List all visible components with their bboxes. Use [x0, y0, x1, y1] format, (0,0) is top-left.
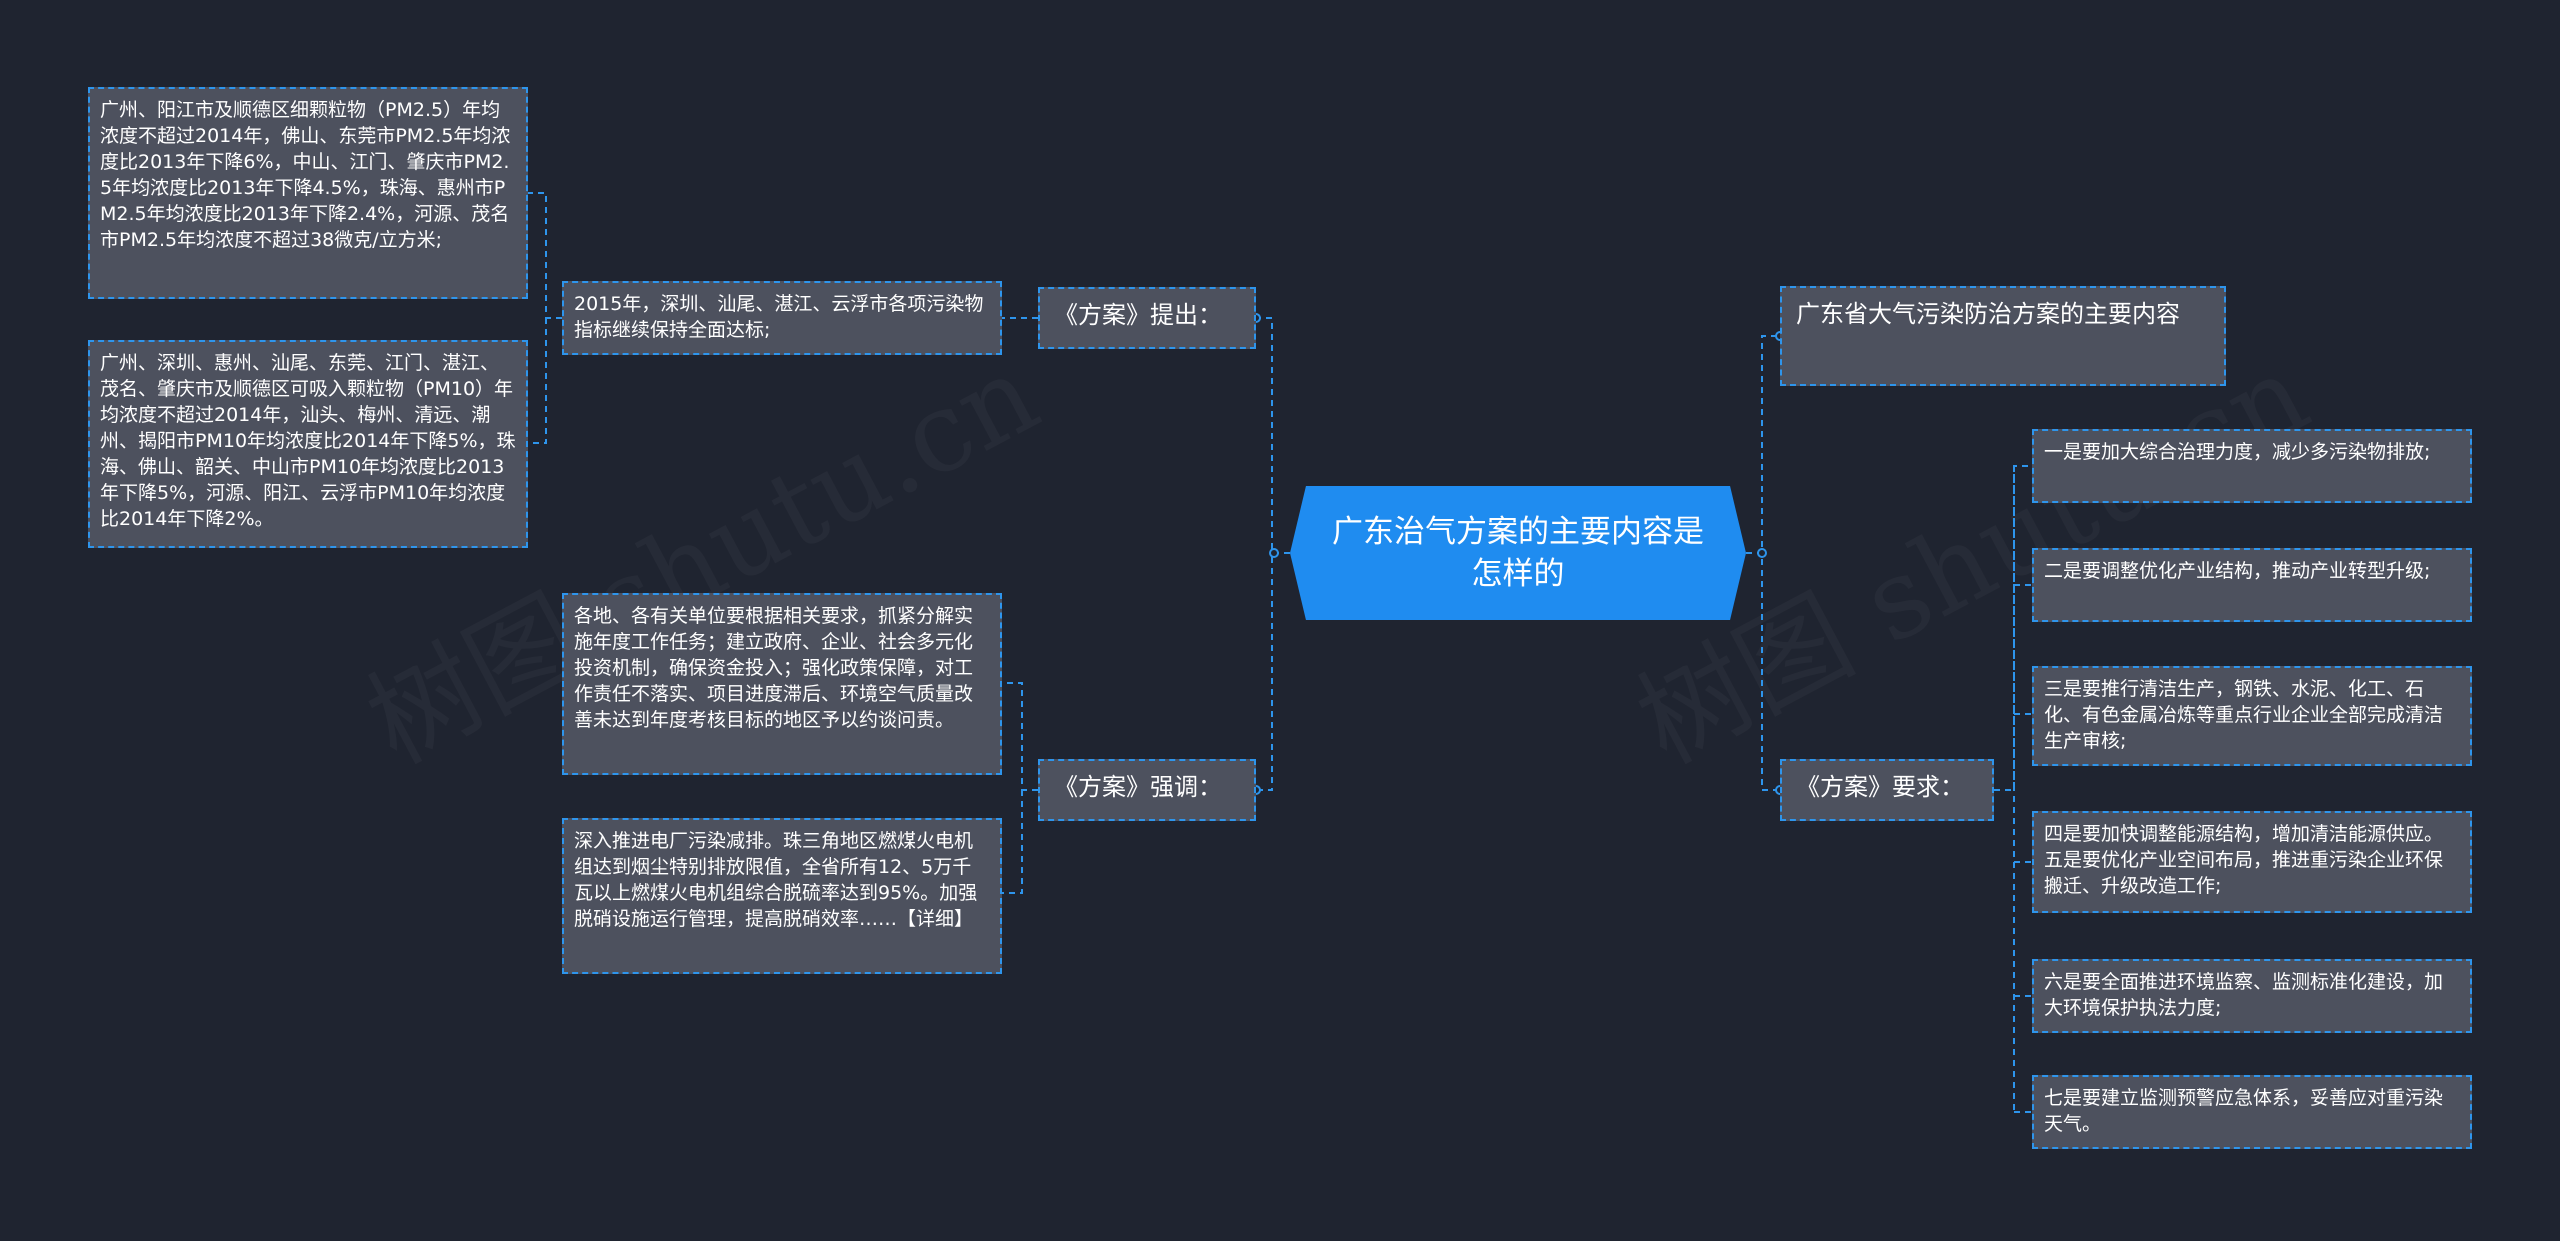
- requirements-branch[interactable]: 《方案》要求：: [1780, 759, 1994, 821]
- proposal-detail-pm10[interactable]: 广州、深圳、惠州、汕尾、东莞、江门、湛江、茂名、肇庆市及顺德区可吸入颗粒物（PM…: [88, 340, 528, 548]
- detail-text: 广州、阳江市及顺德区细颗粒物（PM2.5）年均浓度不超过2014年，佛山、东莞市…: [100, 99, 511, 251]
- requirement-text: 三是要推行清洁生产，钢铁、水泥、化工、石化、有色金属冶炼等重点行业企业全部完成清…: [2044, 678, 2444, 752]
- link-summary-details: [528, 192, 562, 444]
- requirement-item-4-5[interactable]: 四是要加快调整能源结构，增加清洁能源供应。五是要优化产业空间布局，推进重污染企业…: [2032, 811, 2472, 913]
- topic-label: 广东省大气污染防治方案的主要内容: [1796, 300, 2180, 328]
- proposal-summary-text: 2015年，深圳、汕尾、湛江、云浮市各项污染物指标继续保持全面达标;: [574, 293, 984, 341]
- requirement-item-7[interactable]: 七是要建立监测预警应急体系，妥善应对重污染天气。: [2032, 1075, 2472, 1149]
- requirement-text: 四是要加快调整能源结构，增加清洁能源供应。五是要优化产业空间布局，推进重污染企业…: [2044, 823, 2444, 897]
- requirement-item-6[interactable]: 六是要全面推进环境监察、监测标准化建设，加大环境保护执法力度;: [2032, 959, 2472, 1033]
- requirement-item-2[interactable]: 二是要调整优化产业结构，推动产业转型升级;: [2032, 548, 2472, 622]
- requirement-item-3[interactable]: 三是要推行清洁生产，钢铁、水泥、化工、石化、有色金属冶炼等重点行业企业全部完成清…: [2032, 666, 2472, 766]
- junction-dot: [1757, 548, 1767, 558]
- topic-branch[interactable]: 广东省大气污染防治方案的主要内容: [1780, 286, 2226, 386]
- requirement-text: 七是要建立监测预警应急体系，妥善应对重污染天气。: [2044, 1087, 2444, 1135]
- link-root-requirements: [1746, 552, 1780, 791]
- emphasis-item-text: 各地、各有关单位要根据相关要求，抓紧分解实施年度工作任务；建立政府、企业、社会多…: [574, 605, 974, 731]
- link-root-topic: [1746, 335, 1780, 554]
- requirement-text: 六是要全面推进环境监察、监测标准化建设，加大环境保护执法力度;: [2044, 971, 2444, 1019]
- emphasis-item-accountability[interactable]: 各地、各有关单位要根据相关要求，抓紧分解实施年度工作任务；建立政府、企业、社会多…: [562, 593, 1002, 775]
- requirement-text: 二是要调整优化产业结构，推动产业转型升级;: [2044, 560, 2431, 582]
- link-emphasis-items: [1002, 682, 1038, 894]
- emphasis-branch[interactable]: 《方案》强调：: [1038, 759, 1256, 821]
- link-root-emphasis: [1256, 552, 1290, 791]
- emphasis-label: 《方案》强调：: [1054, 773, 1222, 801]
- emphasis-item-text: 深入推进电厂污染减排。珠三角地区燃煤火电机组达到烟尘特别排放限值，全省所有12、…: [574, 830, 978, 930]
- detail-text: 广州、深圳、惠州、汕尾、东莞、江门、湛江、茂名、肇庆市及顺德区可吸入颗粒物（PM…: [100, 352, 516, 530]
- emphasis-item-power-plant[interactable]: 深入推进电厂污染减排。珠三角地区燃煤火电机组达到烟尘特别排放限值，全省所有12、…: [562, 818, 1002, 974]
- junction-dot: [1269, 548, 1279, 558]
- link-root-proposal: [1256, 317, 1290, 554]
- root-title: 广东治气方案的主要内容是怎样的: [1332, 514, 1704, 592]
- proposal-branch[interactable]: 《方案》提出：: [1038, 287, 1256, 349]
- requirements-label: 《方案》要求：: [1796, 773, 1964, 801]
- requirement-text: 一是要加大综合治理力度，减少多污染物排放;: [2044, 441, 2431, 463]
- proposal-detail-pm25[interactable]: 广州、阳江市及顺德区细颗粒物（PM2.5）年均浓度不超过2014年，佛山、东莞市…: [88, 87, 528, 299]
- root-topic[interactable]: 广东治气方案的主要内容是怎样的: [1290, 486, 1746, 620]
- requirement-item-1[interactable]: 一是要加大综合治理力度，减少多污染物排放;: [2032, 429, 2472, 503]
- proposal-summary-node[interactable]: 2015年，深圳、汕尾、湛江、云浮市各项污染物指标继续保持全面达标;: [562, 281, 1002, 355]
- proposal-label: 《方案》提出：: [1054, 301, 1222, 329]
- link-requirements-items: [1994, 465, 2032, 1113]
